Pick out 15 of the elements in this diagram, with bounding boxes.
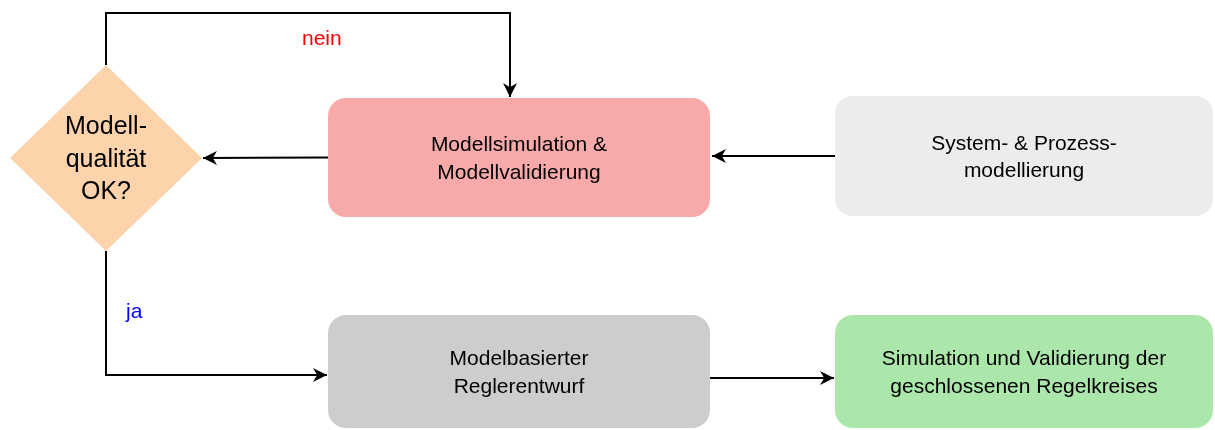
decision-diamond [10, 65, 202, 251]
arrow [709, 371, 835, 385]
node-label: Modell-qualität OK? [64, 110, 148, 207]
process-box [328, 315, 710, 428]
arrow [202, 150, 329, 165]
arrow [105, 250, 328, 382]
process-box [328, 98, 710, 217]
arrow [711, 149, 836, 163]
node-label: Modellsimulation & Modellvalidierung [429, 131, 609, 185]
node-label: Simulation und Validierung der geschlossenen Regelkreises [880, 345, 1168, 399]
node-label: System- & Prozess-modellierung [930, 129, 1118, 183]
process-box [835, 315, 1213, 428]
process-box [835, 96, 1213, 216]
arrow [105, 12, 517, 98]
node-label: Modelbasierter Reglerentwurf [448, 345, 590, 399]
